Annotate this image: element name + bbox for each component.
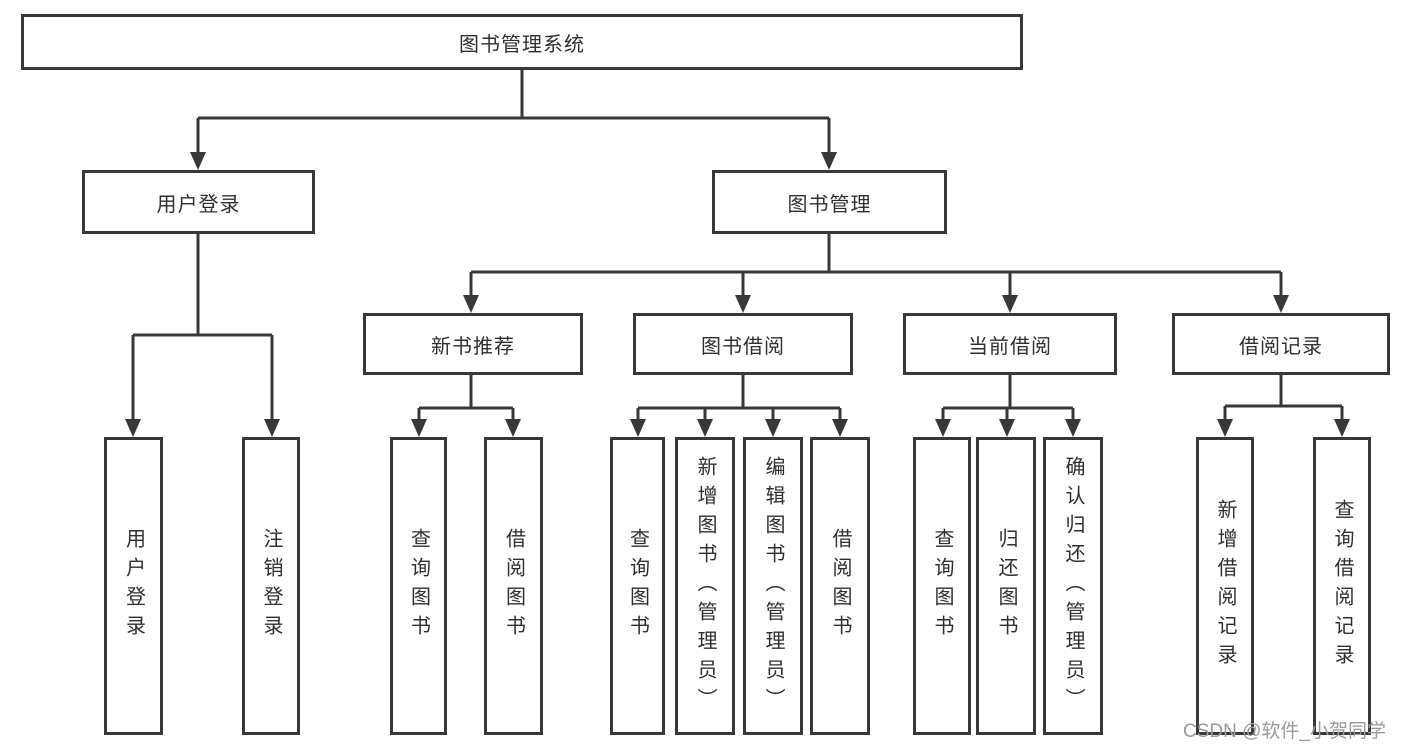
leaf-edit-books-admin: 编辑图书（管理员） <box>743 437 803 735</box>
leaf-logout-label: 注销登录 <box>260 528 282 644</box>
leaf-query-borrow-record: 查询借阅记录 <box>1313 437 1371 735</box>
watermark: CSDN @软件_小贺同学 <box>1183 721 1386 742</box>
leaf-return-books-label: 归还图书 <box>995 528 1017 644</box>
leaf-user-login: 用户登录 <box>104 437 163 735</box>
leaf-return-books: 归还图书 <box>976 437 1036 735</box>
node-current-borrowing: 当前借阅 <box>903 313 1117 375</box>
leaf-add-borrow-record-label: 新增借阅记录 <box>1214 499 1236 673</box>
leaf-query-books-recommend: 查询图书 <box>390 437 447 735</box>
leaf-add-books-admin: 新增图书（管理员） <box>675 437 735 735</box>
leaf-confirm-return-admin-label: 确认归还（管理员） <box>1062 455 1084 717</box>
leaf-borrow-books-label: 借阅图书 <box>829 528 851 644</box>
node-book-borrowing: 图书借阅 <box>633 313 853 375</box>
node-new-book-recommend: 新书推荐 <box>363 313 583 375</box>
leaf-add-books-admin-label: 新增图书（管理员） <box>694 455 716 717</box>
leaf-query-books-borrowing-label: 查询图书 <box>626 528 649 644</box>
leaf-confirm-return-admin: 确认归还（管理员） <box>1043 437 1103 735</box>
leaf-borrow-books: 借阅图书 <box>810 437 870 735</box>
node-book-management: 图书管理 <box>712 170 947 234</box>
leaf-borrow-books-recommend: 借阅图书 <box>484 437 543 735</box>
leaf-edit-books-admin-label: 编辑图书（管理员） <box>762 455 784 717</box>
leaf-add-borrow-record: 新增借阅记录 <box>1196 437 1254 735</box>
leaf-query-books-current-label: 查询图书 <box>931 528 953 644</box>
leaf-query-borrow-record-label: 查询借阅记录 <box>1331 499 1353 673</box>
node-library-system: 图书管理系统 <box>21 14 1023 70</box>
leaf-query-books-borrowing: 查询图书 <box>610 437 665 735</box>
leaf-logout: 注销登录 <box>242 437 300 735</box>
leaf-borrow-books-recommend-label: 借阅图书 <box>502 528 525 644</box>
leaf-query-books-recommend-label: 查询图书 <box>407 528 430 644</box>
node-user-login: 用户登录 <box>82 170 315 234</box>
node-borrowing-records: 借阅记录 <box>1172 313 1390 375</box>
leaf-user-login-label: 用户登录 <box>122 528 145 644</box>
leaf-query-books-current: 查询图书 <box>913 437 971 735</box>
